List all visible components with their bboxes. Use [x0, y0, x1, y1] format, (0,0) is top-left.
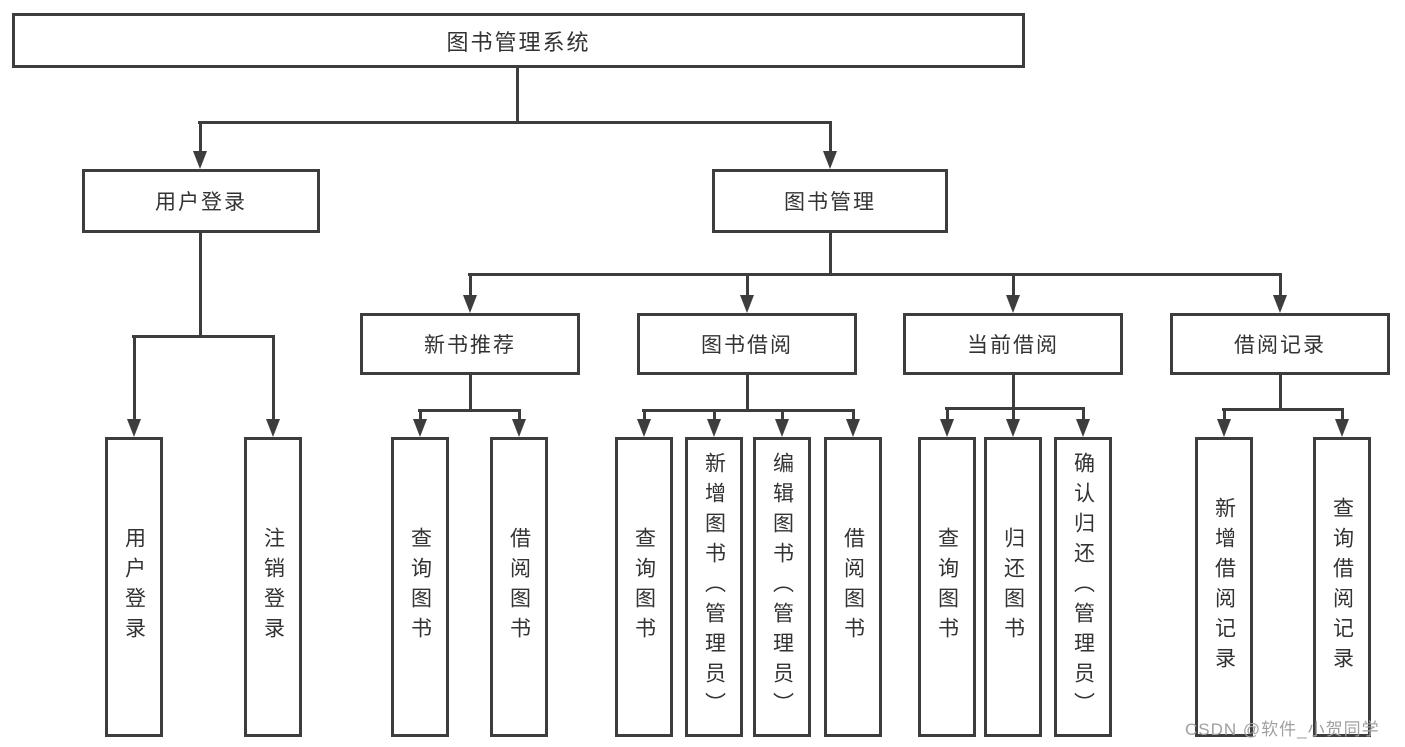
- arrow-to-user-login: [193, 121, 207, 169]
- leaf-borrow-add-books-admin: 新增图书（管理员）: [685, 437, 743, 737]
- connector-root-stub: [516, 68, 519, 121]
- connector-current-rail: [945, 407, 1085, 410]
- connector-current-stub: [1012, 375, 1015, 407]
- arrow-to-book-borrow: [740, 273, 754, 313]
- arrow-to-current-query: [940, 407, 954, 437]
- arrow-to-current-return: [1006, 407, 1020, 437]
- leaf-records-query-record: 查询借阅记录: [1313, 437, 1371, 737]
- leaf-user-login: 用户登录: [105, 437, 163, 737]
- leaf-borrow-borrow-books: 借阅图书: [824, 437, 882, 737]
- connector-level2-rail: [198, 121, 832, 124]
- arrow-to-borrow-query: [637, 409, 651, 437]
- arrow-to-newbook-borrow: [512, 409, 526, 437]
- leaf-newbook-query-books: 查询图书: [391, 437, 449, 737]
- arrow-to-records-query: [1335, 408, 1349, 437]
- arrow-to-book-management: [823, 121, 837, 169]
- connector-newbook-rail: [418, 409, 521, 412]
- connector-level3-rail: [468, 273, 1282, 276]
- node-book-borrow: 图书借阅: [637, 313, 857, 375]
- arrow-to-current-borrow: [1006, 273, 1020, 313]
- leaf-current-return-books: 归还图书: [984, 437, 1042, 737]
- arrow-to-leaf-user-login: [127, 335, 141, 437]
- leaf-borrow-edit-books-admin: 编辑图书（管理员）: [753, 437, 811, 737]
- leaf-records-add-record: 新增借阅记录: [1195, 437, 1253, 737]
- arrow-to-newbook-query: [413, 409, 427, 437]
- arrow-to-leaf-logout: [266, 335, 280, 437]
- node-book-management: 图书管理: [712, 169, 948, 233]
- node-new-book-recommend: 新书推荐: [360, 313, 580, 375]
- connector-user-login-rail: [132, 335, 275, 338]
- connector-newbook-stub: [469, 375, 472, 409]
- connector-records-stub: [1279, 375, 1282, 408]
- leaf-current-query-books: 查询图书: [918, 437, 976, 737]
- arrow-to-borrow-records: [1273, 273, 1287, 313]
- arrow-to-borrow-add: [707, 409, 721, 437]
- leaf-current-confirm-return-admin: 确认归还（管理员）: [1054, 437, 1112, 737]
- node-user-login: 用户登录: [82, 169, 320, 233]
- arrow-to-new-book-recommend: [463, 273, 477, 313]
- connector-book-management-stub: [829, 233, 832, 273]
- leaf-newbook-borrow-books: 借阅图书: [490, 437, 548, 737]
- node-current-borrow: 当前借阅: [903, 313, 1123, 375]
- arrow-to-borrow-edit: [775, 409, 789, 437]
- node-root-system: 图书管理系统: [12, 13, 1025, 68]
- arrow-to-borrow-borrow: [846, 409, 860, 437]
- arrow-to-records-add: [1217, 408, 1231, 437]
- arrow-to-current-confirm: [1076, 407, 1090, 437]
- csdn-watermark: CSDN @软件_小贺同学: [1185, 720, 1380, 739]
- leaf-logout: 注销登录: [244, 437, 302, 737]
- node-borrow-records: 借阅记录: [1170, 313, 1390, 375]
- leaf-borrow-query-books: 查询图书: [615, 437, 673, 737]
- connector-records-rail: [1222, 408, 1344, 411]
- connector-user-login-stub: [199, 233, 202, 335]
- connector-borrow-stub: [746, 375, 749, 409]
- connector-borrow-rail: [642, 409, 855, 412]
